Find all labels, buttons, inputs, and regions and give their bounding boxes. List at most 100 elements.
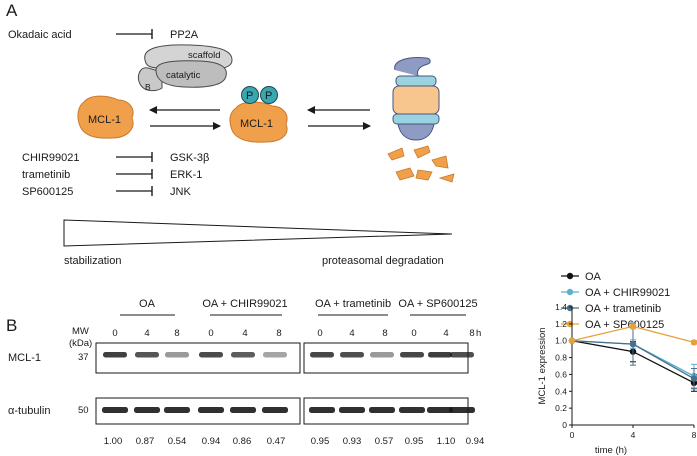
quantification-value: 0.86	[233, 436, 252, 447]
chart-legend: OA OA + CHIR99021 OA + trametinib OA + SP60…	[561, 271, 670, 331]
jnk-label: JNK	[170, 186, 191, 198]
mcl1-blot-left	[95, 342, 301, 374]
time-label: 0	[411, 328, 416, 339]
blot-bands	[102, 352, 475, 413]
y-tick-label: 1.0	[555, 336, 567, 346]
b-subunit-label: B	[145, 82, 151, 92]
x-tick-label: 0	[570, 430, 575, 440]
phospho-group-2	[260, 86, 278, 104]
mcl1-protein: MCL-1	[77, 95, 134, 139]
y-tick-label: 0.4	[555, 386, 567, 396]
quantification-value: 0.94	[202, 436, 221, 447]
panel-a-label: A	[6, 1, 18, 20]
tubulin-band	[369, 407, 395, 413]
phospho-mcl1-protein: P P MCL-1	[229, 86, 288, 143]
time-label: 0	[208, 328, 213, 339]
data-point	[568, 337, 576, 344]
legend-label: OA	[585, 271, 602, 283]
mcl1-band	[165, 352, 189, 358]
sp600125-label: SP600125	[22, 186, 73, 198]
tubulin-band	[449, 407, 475, 413]
legend-label: OA + CHIR99021	[585, 287, 670, 299]
tubulin-band	[230, 407, 256, 413]
tubulin-band	[198, 407, 224, 413]
mw-marker-50: 50	[78, 405, 89, 416]
degradation-label: proteasomal degradation	[322, 255, 444, 267]
quantification-value: 1.00	[104, 436, 123, 447]
tubulin-band	[339, 407, 365, 413]
quantification-value: 0.47	[267, 436, 286, 447]
tubulin-band	[399, 407, 425, 413]
legend-label: OA + trametinib	[585, 303, 661, 315]
time-label: 4	[443, 328, 448, 339]
phospho-label-2: P	[265, 90, 272, 102]
mcl1-band	[400, 352, 424, 358]
legend-label: OA + SP600125	[585, 319, 664, 331]
blot-label-tubulin: α-tubulin	[8, 405, 50, 417]
okadaic-acid-label: Okadaic acid	[8, 29, 72, 41]
tubulin-band	[262, 407, 288, 413]
quantification-value: 0.57	[375, 436, 394, 447]
mw-label: MW	[72, 326, 89, 337]
mcl1-band	[340, 352, 364, 358]
mcl1-band	[263, 352, 287, 358]
blot-label-mcl1: MCL-1	[8, 352, 41, 364]
x-tick-label: 8	[692, 430, 697, 440]
mcl1-band	[370, 352, 394, 358]
quantification-value: 0.54	[168, 436, 187, 447]
pp2a-complex: scaffold catalytic B	[137, 44, 233, 92]
y-tick-label: 0.2	[555, 403, 567, 413]
mcl1-blot-right	[303, 342, 469, 374]
time-label: 4	[349, 328, 354, 339]
phospho-mcl1-label: MCL-1	[240, 118, 273, 130]
x-axis-label: time (h)	[595, 445, 627, 456]
group-header-3: OA + SP600125	[398, 298, 477, 310]
catalytic-label: catalytic	[166, 70, 201, 81]
time-unit-label: h	[476, 328, 481, 339]
erk1-label: ERK-1	[170, 169, 202, 181]
tubulin-band	[102, 407, 128, 413]
mcl1-band	[103, 352, 127, 358]
group-header-2: OA + trametinib	[315, 298, 391, 310]
proteasome	[392, 57, 440, 141]
quantification-value: 0.95	[311, 436, 330, 447]
group-header-0: OA	[139, 298, 156, 310]
mcl1-band	[428, 352, 452, 358]
time-label: 8	[382, 328, 387, 339]
mcl1-band	[135, 352, 159, 358]
data-point	[690, 375, 697, 382]
y-tick-label: 1.4	[555, 302, 567, 312]
data-point	[690, 339, 697, 346]
time-label: 8	[469, 328, 474, 339]
mcl1-band	[450, 352, 474, 358]
time-label: 4	[144, 328, 149, 339]
time-label: 8	[276, 328, 281, 339]
tubulin-band	[309, 407, 335, 413]
data-point	[629, 323, 637, 330]
y-axis-label: MCL-1 expression	[537, 327, 548, 404]
mw-marker-37: 37	[78, 352, 89, 363]
mcl1-band	[199, 352, 223, 358]
time-label: 4	[242, 328, 247, 339]
time-label: 0	[317, 328, 322, 339]
gsk3b-label: GSK-3β	[170, 152, 209, 164]
peptide-fragments	[387, 145, 455, 183]
pp2a-label: PP2A	[170, 29, 199, 41]
stabilization-label: stabilization	[64, 255, 121, 267]
tubulin-band	[427, 407, 453, 413]
inhibition-symbol	[116, 29, 153, 39]
quantification-value: 0.93	[343, 436, 362, 447]
y-tick-label: 0.8	[555, 353, 567, 363]
y-tick-label: 0	[562, 420, 567, 430]
tubulin-band	[164, 407, 190, 413]
time-label: 0	[112, 328, 117, 339]
mcl1-label: MCL-1	[88, 114, 121, 126]
x-tick-label: 4	[631, 430, 636, 440]
y-tick-label: 0.6	[555, 369, 567, 379]
stability-gradient-wedge	[63, 219, 453, 247]
mcl1-band	[231, 352, 255, 358]
